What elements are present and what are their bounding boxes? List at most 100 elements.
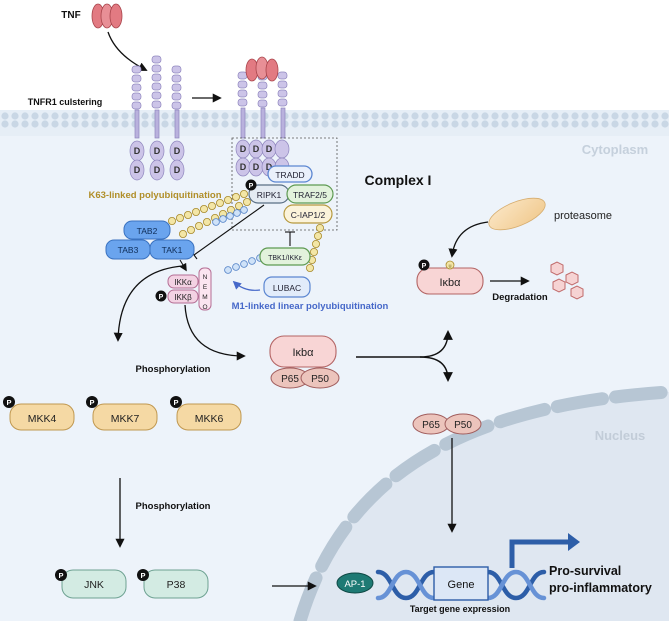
nemo-letter: M [202, 294, 207, 301]
death-domain-label: D [266, 162, 273, 172]
tnf-label: TNF [61, 10, 80, 21]
ubiquitin-label: u [448, 264, 451, 270]
tbk1-ikke-protein [259, 247, 311, 266]
ap1-protein [336, 572, 374, 594]
mapk-activation-arrow [113, 265, 183, 342]
phospho-label: P [422, 263, 427, 270]
transcription-arrowhead-icon [568, 533, 580, 551]
tnf-binding-arrow [107, 31, 148, 71]
p65-label: P65 [422, 420, 440, 431]
mkk6-label: MKK6 [195, 413, 224, 425]
phospho-icon [418, 259, 430, 271]
death-domain-label: D [253, 144, 260, 154]
nfkb-translocation-arrow [419, 356, 453, 382]
nucleus-region [300, 392, 669, 621]
proteasome-label: proteasome [554, 210, 612, 222]
ubiquitin-icon [445, 260, 455, 270]
tak1-label: TAK1 [162, 245, 183, 255]
complex-i-title: Complex I [365, 172, 432, 188]
target-gene-expression-label: Target gene expression [410, 604, 510, 614]
tab3-label: TAB3 [118, 245, 139, 255]
m1-polyubiquitination-label: M1-linked linear polyubiquitination [232, 301, 389, 312]
tak1-protein [149, 239, 195, 260]
ikka-protein [167, 274, 199, 289]
tnf-trimer-icon [91, 3, 123, 29]
phospho-label: P [249, 183, 254, 190]
nemo-protein [198, 267, 212, 311]
phospho-label: P [159, 294, 164, 301]
ikka-label: IKKα [174, 278, 192, 287]
nucleus-label: Nucleus [595, 428, 646, 443]
gene-box [433, 566, 489, 601]
death-domain-label: D [253, 162, 260, 172]
outcome-line1: Pro-survival [549, 564, 621, 578]
ap1-label: AP-1 [344, 579, 365, 590]
p50-label: P50 [311, 374, 329, 385]
phospho-icon [245, 179, 257, 191]
tab2-protein [123, 220, 171, 240]
transcription-arrow [509, 539, 568, 568]
complex-i-boundary [231, 137, 338, 231]
k63-ubiquitin-chain [167, 189, 324, 272]
ciap-protein [283, 204, 333, 224]
membrane-lipid-heads [0, 110, 669, 136]
tradd-protein [267, 165, 313, 183]
mkk7-protein [92, 403, 158, 431]
lubac-protein [263, 276, 311, 298]
ripk1-label: RIPK1 [257, 190, 282, 200]
death-domain-label: D [174, 165, 181, 175]
p50-protein [444, 413, 482, 435]
p50-protein [300, 367, 340, 389]
death-domain-label: D [240, 144, 247, 154]
ciap-label: C-IAP1/2 [291, 210, 326, 220]
p38-label: P38 [167, 579, 186, 591]
tbk1-ikke-label: TBK1/IKKε [268, 255, 302, 262]
traf25-label: TRAF2/5 [293, 190, 327, 200]
degraded-fragments-icon [550, 261, 584, 300]
death-domain-label: D [134, 146, 141, 156]
death-domain-label: D [266, 144, 273, 154]
tnfr1-receptors-unbound [129, 55, 185, 181]
death-domain-label: D [154, 146, 161, 156]
k63-polyubiquitination-label: K63-linked polyubiquitination [89, 190, 222, 201]
lubac-label: LUBAC [273, 283, 301, 293]
death-domain-label: D [240, 162, 247, 172]
lubac-arrow [232, 280, 261, 291]
ikba-label: Iκbα [292, 347, 314, 359]
death-domain-label: D [154, 165, 161, 175]
phospho-icon [137, 569, 149, 581]
mkk4-protein [9, 403, 75, 431]
phospho-label: P [173, 398, 178, 407]
ikkb-label: IKKβ [174, 293, 192, 302]
phospho-label: P [140, 571, 145, 580]
tradd-label: TRADD [275, 170, 304, 180]
phospho-label: P [6, 398, 11, 407]
nuclear-envelope [293, 385, 669, 621]
traf25-protein [286, 184, 334, 204]
gene-label: Gene [448, 579, 475, 591]
p65-label: P65 [281, 374, 299, 385]
mkk6-protein [176, 403, 242, 431]
tab2-label: TAB2 [137, 226, 158, 236]
jnk-protein [61, 569, 127, 599]
tnf-trimer-bound-icon [245, 56, 279, 82]
tak1-activation-arrow [179, 259, 187, 272]
nemo-letter: E [203, 284, 208, 291]
nemo-letter: N [203, 274, 208, 281]
death-domain-label: D [174, 146, 181, 156]
cytoplasm-label: Cytoplasm [582, 142, 648, 157]
degradation-label: Degradation [492, 292, 548, 303]
death-domain-label: D [134, 165, 141, 175]
p38-protein [143, 569, 209, 599]
tnfr1-clustering-label: TNFR1 culstering [28, 97, 103, 107]
phospho-icon [55, 569, 67, 581]
phospho-label: P [89, 398, 94, 407]
phosphorylation-label: Phosphorylation [136, 501, 211, 512]
proteasome-targeting-arrow [448, 221, 489, 258]
phospho-icon [155, 290, 167, 302]
ikkb-protein [167, 289, 199, 304]
nemo-letter: O [202, 304, 207, 311]
ikba-phosphorylation-arrow [184, 304, 246, 361]
phosphorylation-label: Phosphorylation [136, 364, 211, 375]
